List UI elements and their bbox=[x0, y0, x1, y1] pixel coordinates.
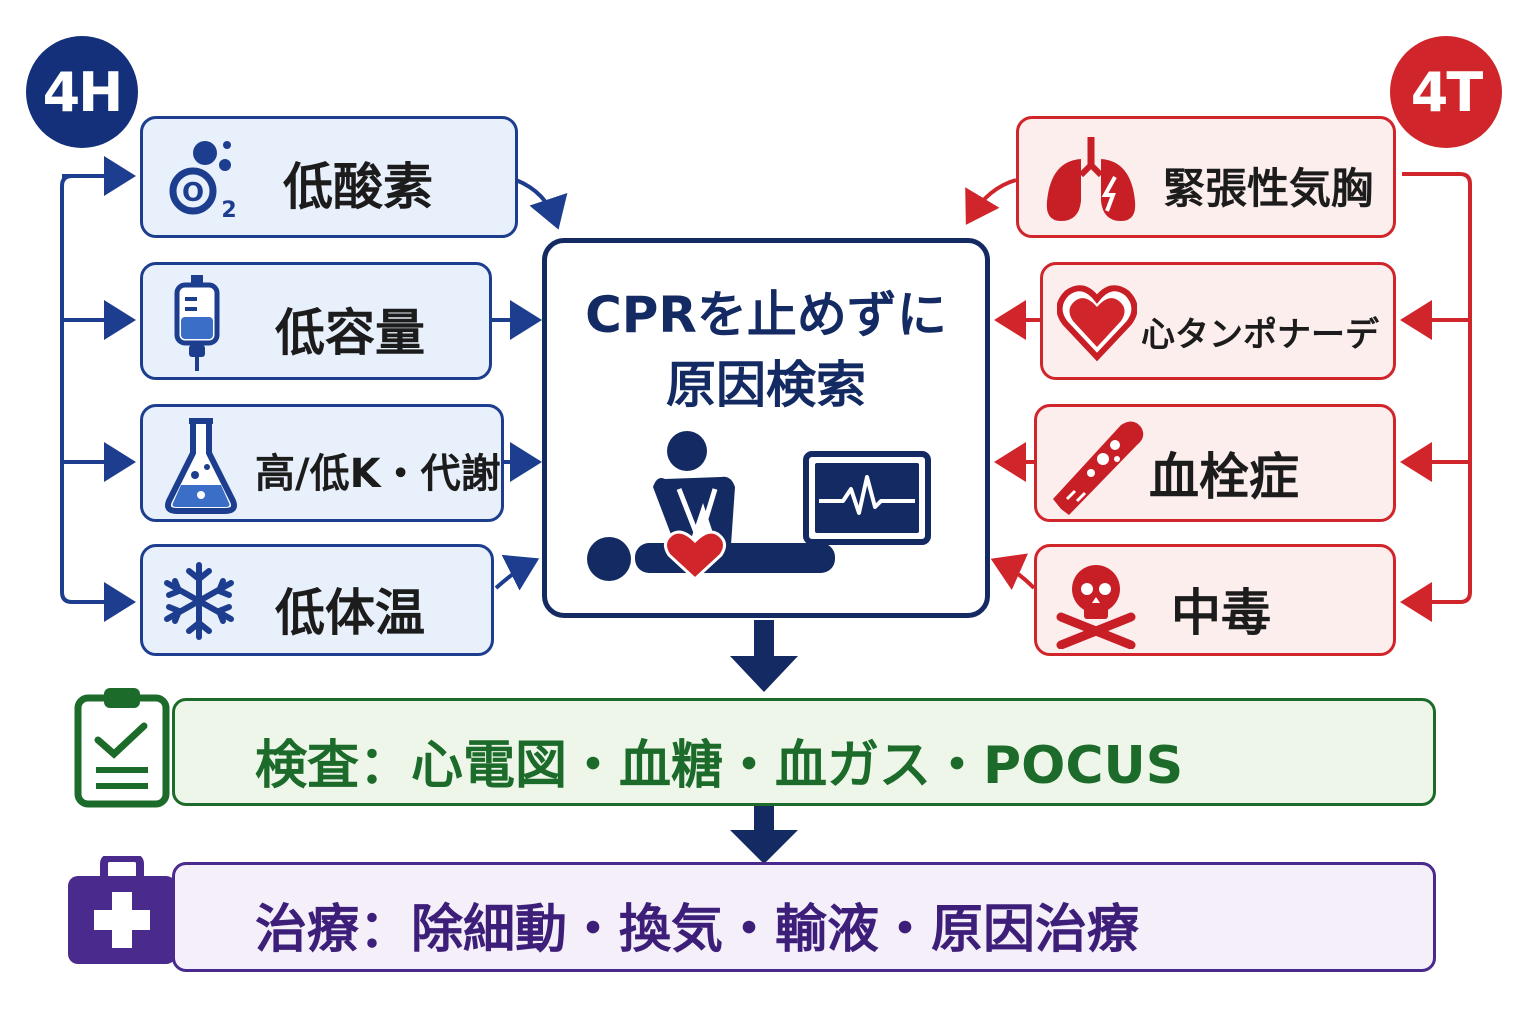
h-item-hypovolemia: 低容量 bbox=[140, 262, 492, 380]
snowflake-icon bbox=[164, 562, 234, 640]
flask-icon bbox=[165, 418, 237, 514]
t-item-tension-pneumothorax: 緊張性気胸 bbox=[1016, 116, 1396, 238]
h-item-hypoxia: O 2 低酸素 bbox=[140, 116, 518, 238]
blood-vessel-clot-icon bbox=[1053, 421, 1144, 515]
monitor-ecg-icon bbox=[803, 451, 931, 545]
medical-kit-icon bbox=[68, 856, 176, 964]
h-label-hypoxia: 低酸素 bbox=[283, 158, 433, 216]
t-item-thrombosis: 血栓症 bbox=[1034, 404, 1396, 522]
center-panel: CPRを止めずに 原因検索 bbox=[542, 238, 990, 618]
oxygen-bubbles-icon: O 2 bbox=[169, 141, 237, 221]
t-item-toxins: 中毒 bbox=[1034, 544, 1396, 656]
center-title-line2: 原因検索 bbox=[666, 356, 866, 414]
t-label-cardiac-tamponade: 心タンポナーデ bbox=[1141, 315, 1379, 355]
treatment-band: 治療：除細動・換気・輸液・原因治療 bbox=[172, 862, 1436, 972]
svg-text:O: O bbox=[182, 178, 204, 208]
badge-4h: 4H bbox=[26, 36, 138, 148]
t-label-tension-pneumothorax: 緊張性気胸 bbox=[1163, 164, 1374, 213]
lungs-icon bbox=[1046, 137, 1136, 221]
iv-bag-icon bbox=[174, 275, 220, 371]
h-item-potassium-metabolic: 高/低K・代謝 bbox=[140, 404, 504, 522]
t-label-toxins: 中毒 bbox=[1171, 584, 1271, 642]
exam-text: 検査：心電図・血糖・血ガス・POCUS bbox=[255, 736, 1184, 796]
skull-crossbones-icon bbox=[1056, 565, 1136, 649]
cpr-person-icon bbox=[587, 431, 835, 582]
h-label-hypothermia: 低体温 bbox=[275, 584, 425, 642]
heart-icon bbox=[1057, 285, 1137, 362]
t-label-thrombosis: 血栓症 bbox=[1149, 448, 1299, 506]
treatment-text: 治療：除細動・換気・輸液・原因治療 bbox=[255, 900, 1140, 960]
center-title-line1: CPRを止めずに bbox=[585, 286, 947, 344]
h-label-hypovolemia: 低容量 bbox=[275, 304, 425, 362]
h-label-potassium-metabolic: 高/低K・代謝 bbox=[255, 451, 501, 497]
exam-band: 検査：心電図・血糖・血ガス・POCUS bbox=[172, 698, 1436, 806]
badge-4t: 4T bbox=[1390, 36, 1502, 148]
h-item-hypothermia: 低体温 bbox=[140, 544, 494, 656]
t-item-cardiac-tamponade: 心タンポナーデ bbox=[1040, 262, 1396, 380]
svg-text:2: 2 bbox=[221, 198, 236, 221]
clipboard-check-icon bbox=[74, 688, 170, 808]
